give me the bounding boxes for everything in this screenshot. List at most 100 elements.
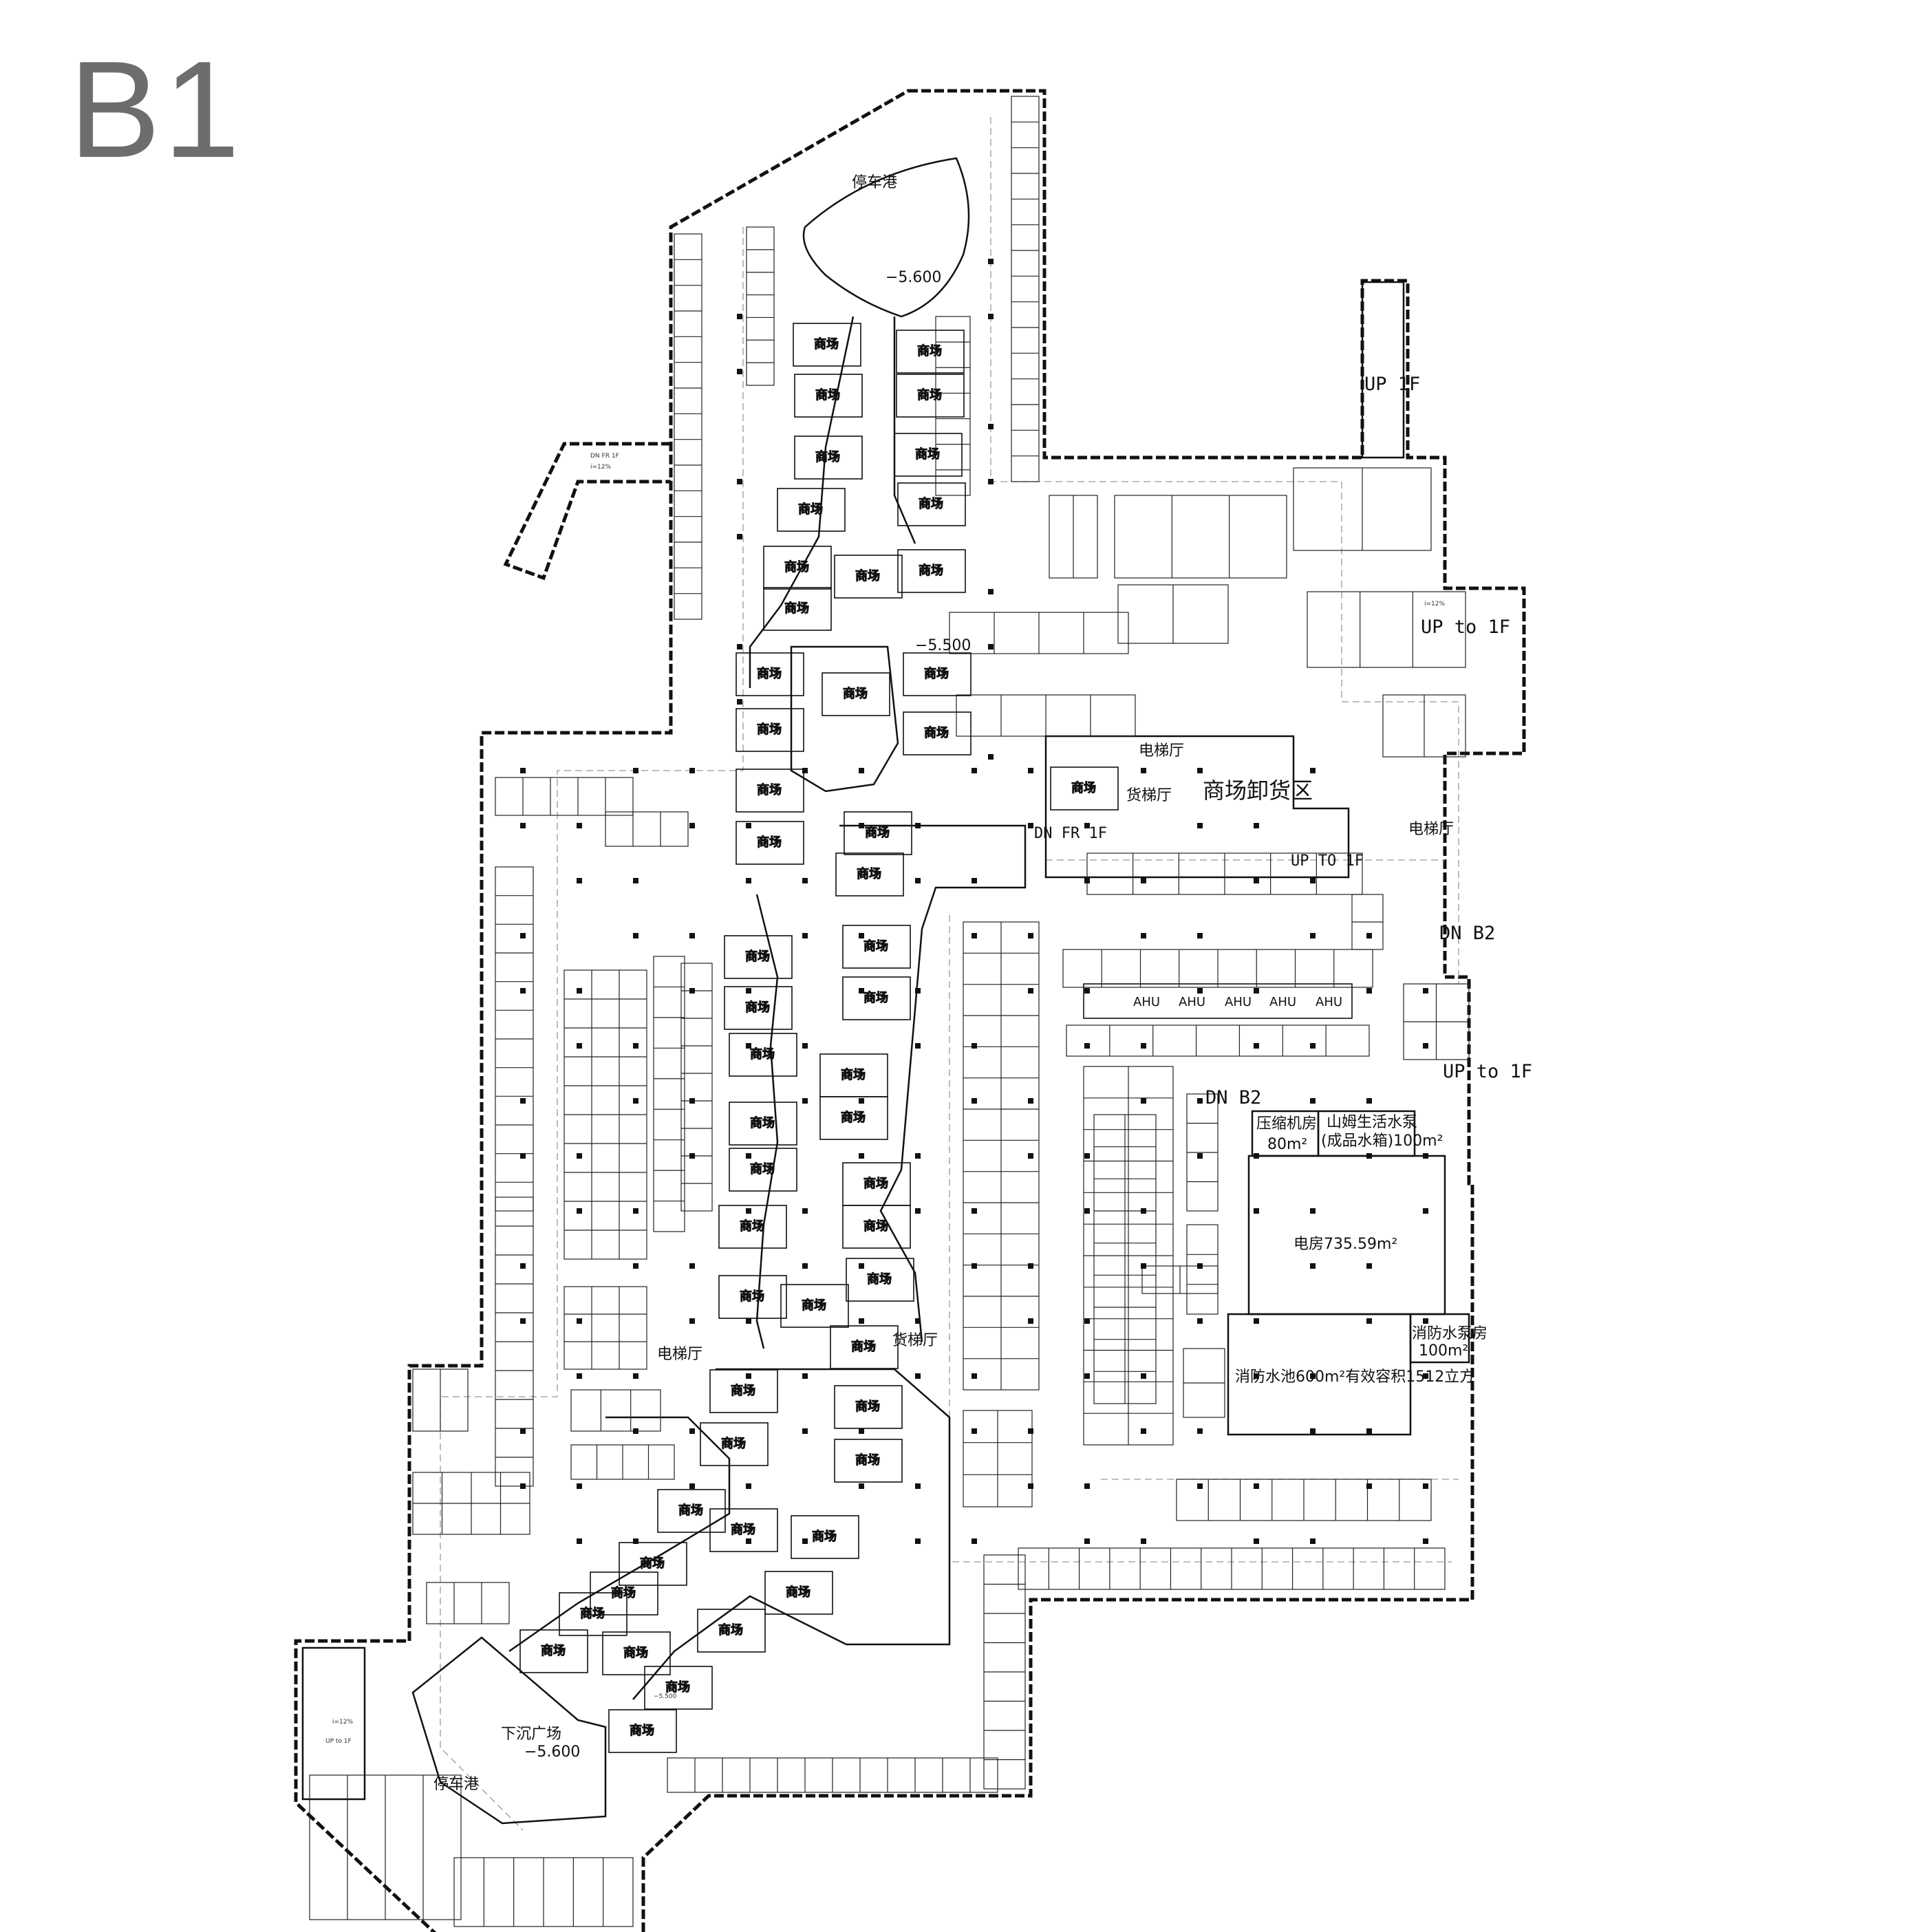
structural-column <box>802 1043 808 1049</box>
ahu-label: AHU <box>1316 995 1342 1009</box>
structural-column <box>915 1208 921 1214</box>
structural-column <box>988 754 994 760</box>
structural-column <box>577 878 582 883</box>
structural-column <box>1084 1153 1090 1159</box>
central-corridor <box>755 894 779 1349</box>
structural-column <box>520 1098 526 1104</box>
structural-column <box>577 1538 582 1544</box>
structural-column <box>520 1428 526 1434</box>
up-to-1f-left-label: UP to 1F <box>325 1738 352 1745</box>
structural-column <box>972 1263 977 1269</box>
shop-label: 商场 <box>665 1680 690 1695</box>
shop-label: 商场 <box>757 667 782 681</box>
loading-dock <box>1044 735 1350 879</box>
shop-label: 商场 <box>750 1116 775 1130</box>
structural-column <box>577 1483 582 1489</box>
water-tank-label: (成品水箱)100m² <box>1321 1133 1443 1150</box>
structural-column <box>577 1153 582 1159</box>
parking-block <box>495 777 634 816</box>
structural-column <box>915 1318 921 1324</box>
shop-label: 商场 <box>841 1068 866 1082</box>
loading-area-label: 商场卸货区 <box>1203 777 1313 804</box>
shop-unit <box>897 482 966 526</box>
parking-block <box>1066 1024 1370 1057</box>
shop-label: 商场 <box>857 867 881 881</box>
shop-label: 商场 <box>745 1000 770 1015</box>
structural-column <box>972 1373 977 1379</box>
structural-column <box>633 1043 638 1049</box>
shop-label: 商场 <box>721 1437 746 1451</box>
south-atrium <box>632 1368 951 1700</box>
structural-column <box>1423 1483 1428 1489</box>
structural-column <box>1254 1153 1259 1159</box>
shop-label: 商场 <box>815 388 840 402</box>
structural-column <box>1141 1208 1146 1214</box>
structural-column <box>1310 1373 1316 1379</box>
structural-column <box>737 479 742 484</box>
structural-column <box>1254 1373 1259 1379</box>
structural-column <box>1141 1428 1146 1434</box>
structural-column <box>1310 768 1316 773</box>
structural-column <box>746 1538 751 1544</box>
shop-unit <box>822 672 890 716</box>
structural-column <box>689 1483 695 1489</box>
structural-column <box>520 823 526 828</box>
structural-column <box>1141 768 1146 773</box>
shop-unit <box>903 711 972 755</box>
structural-column <box>633 1538 638 1544</box>
shop-label: 商场 <box>919 497 943 511</box>
structural-column <box>972 1098 977 1104</box>
structural-column <box>1141 1043 1146 1049</box>
shop-unit <box>835 852 904 897</box>
shop-unit <box>590 1571 658 1616</box>
shop-unit <box>763 587 832 631</box>
ahu-label: AHU <box>1133 995 1160 1009</box>
shop-unit <box>819 1096 888 1140</box>
structural-column <box>633 1098 638 1104</box>
structural-column <box>972 933 977 938</box>
structural-column <box>577 1043 582 1049</box>
structural-column <box>1197 988 1203 994</box>
shop-label: 商场 <box>623 1646 648 1660</box>
structural-column <box>988 424 994 429</box>
structural-column <box>1197 768 1203 773</box>
structural-column <box>1084 1208 1090 1214</box>
structural-column <box>1141 1538 1146 1544</box>
sunken-plaza-label: 下沉广场 <box>501 1726 561 1743</box>
elevation-label: −5.600 <box>886 269 941 286</box>
shop-label: 商场 <box>919 564 943 578</box>
structural-column <box>1310 1098 1316 1104</box>
structural-column <box>746 1373 751 1379</box>
structural-column <box>1028 823 1033 828</box>
shop-label: 商场 <box>843 687 868 701</box>
mid-atrium <box>790 645 899 793</box>
structural-column <box>1141 1098 1146 1104</box>
shop-label: 商场 <box>798 502 823 517</box>
shop-unit <box>697 1609 766 1653</box>
structural-column <box>1141 878 1146 883</box>
structural-column <box>802 1428 808 1434</box>
structural-column <box>1423 1373 1428 1379</box>
structural-column <box>1197 1483 1203 1489</box>
structural-column <box>1084 1043 1090 1049</box>
shop-unit <box>793 323 861 367</box>
parking-block <box>1307 591 1466 668</box>
ramp-up-1f-label: UP 1F <box>1364 374 1420 395</box>
fire-pump-area-label: 100m² <box>1419 1342 1468 1360</box>
parking-block <box>653 956 685 1232</box>
ahu-label: AHU <box>1225 995 1252 1009</box>
fire-pool-room <box>1227 1313 1412 1436</box>
structural-column <box>972 1538 977 1544</box>
structural-column <box>1254 1483 1259 1489</box>
shop-unit <box>830 1325 899 1369</box>
structural-column <box>915 1483 921 1489</box>
structural-column <box>689 823 695 828</box>
structural-column <box>802 1263 808 1269</box>
shop-label: 商场 <box>924 667 949 681</box>
structural-column <box>1366 988 1372 994</box>
shop-label: 商场 <box>580 1607 605 1621</box>
structural-column <box>1028 933 1033 938</box>
structural-column <box>1141 1263 1146 1269</box>
structural-column <box>520 933 526 938</box>
north-atrium <box>802 157 970 318</box>
